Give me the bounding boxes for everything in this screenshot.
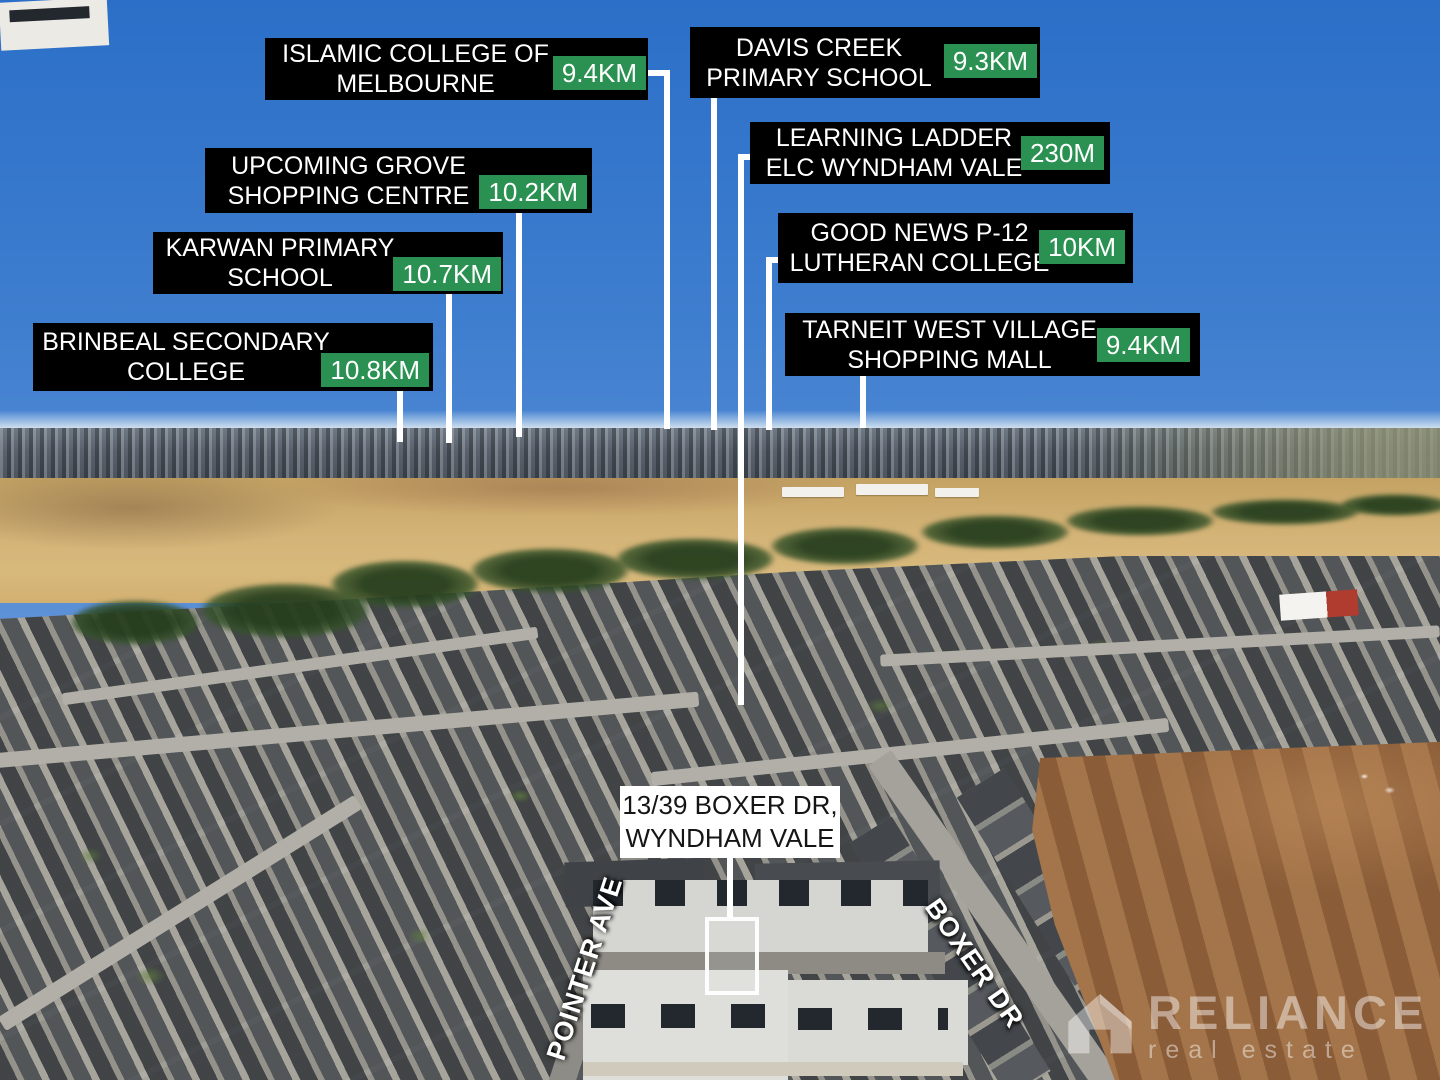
tree-cluster — [920, 515, 1070, 549]
reliance-watermark: RELIANCE real estate — [1058, 986, 1429, 1065]
distance-badge: 10.7KM — [393, 257, 501, 291]
callout-line2: LUTHERAN COLLEGE — [789, 249, 1050, 277]
retail-strip-roof — [1279, 589, 1359, 621]
tree-cluster — [330, 560, 480, 608]
callout-line1: DAVIS CREEK — [735, 33, 903, 62]
reliance-house-icon — [1068, 993, 1132, 1054]
leader-line-goodnews — [766, 257, 772, 430]
tree-cluster — [1065, 506, 1215, 536]
townhouse-block — [788, 980, 968, 1065]
distance-badge: 9.4KM — [1096, 328, 1190, 362]
callout-text: GOOD NEWS P-12 LUTHERAN COLLEGE — [778, 215, 1061, 281]
tree-cluster — [770, 527, 920, 565]
watermark-tagline: real estate — [1148, 1036, 1364, 1064]
leader-line-karwan — [446, 292, 452, 443]
callout-text: KARWAN PRIMARY SCHOOL — [153, 230, 407, 296]
leader-line-islamic — [648, 70, 670, 76]
townhouse-driveway — [585, 952, 945, 974]
callout-line1: LEARNING LADDER — [775, 124, 1013, 152]
callout-line1: UPCOMING GROVE — [231, 151, 466, 180]
leader-line-islamic — [664, 70, 670, 429]
callout-learning-ladder: LEARNING LADDER ELC WYNDHAM VALE 230M — [750, 122, 1110, 184]
callout-text: UPCOMING GROVE SHOPPING CENTRE — [205, 148, 492, 214]
townhouse-row — [593, 880, 928, 954]
watermark-brand: RELIANCE — [1148, 986, 1429, 1039]
callout-line2: MELBOURNE — [336, 70, 495, 98]
vacant-dirt-field — [1032, 741, 1440, 1080]
distant-shed — [782, 487, 844, 497]
callout-islamic-college: ISLAMIC COLLEGE OF MELBOURNE 9.4KM — [265, 38, 648, 100]
callout-line1: ISLAMIC COLLEGE OF — [282, 40, 549, 68]
distance-badge: 9.4KM — [552, 56, 646, 90]
distance-badge: 10.8KM — [321, 353, 429, 387]
callout-line1: TARNEIT WEST VILLAGE — [802, 315, 1097, 344]
callout-text: BRINBEAL SECONDARY COLLEGE — [33, 324, 339, 390]
tree-cluster — [1340, 494, 1440, 516]
callout-line2: SHOPPING MALL — [847, 345, 1052, 374]
tree-cluster — [615, 538, 775, 580]
distance-badge: 10.2KM — [479, 175, 587, 209]
leader-line-brinbeal — [397, 389, 403, 442]
callout-brinbeal-secondary: BRINBEAL SECONDARY COLLEGE 10.8KM — [33, 323, 433, 391]
callout-text: DAVIS CREEK PRIMARY SCHOOL — [690, 30, 948, 96]
leader-line-grove — [516, 211, 522, 437]
callout-text: LEARNING LADDER ELC WYNDHAM VALE — [750, 120, 1038, 186]
callout-line2: SHOPPING CENTRE — [227, 181, 470, 210]
callout-davis-creek: DAVIS CREEK PRIMARY SCHOOL 9.3KM — [690, 27, 1040, 98]
callout-line2: SCHOOL — [227, 264, 333, 292]
distant-shed — [856, 484, 928, 495]
property-highlight-box — [705, 917, 759, 995]
callout-upcoming-grove: UPCOMING GROVE SHOPPING CENTRE 10.2KM — [205, 148, 592, 213]
footpath — [583, 1062, 963, 1076]
property-address-label: 13/39 BOXER DR, WYNDHAM VALE — [620, 786, 840, 858]
callout-line1: GOOD NEWS P-12 — [810, 219, 1029, 247]
address-line1: 13/39 BOXER DR, — [622, 790, 838, 820]
callout-text: TARNEIT WEST VILLAGE SHOPPING MALL — [785, 312, 1114, 378]
distance-badge: 230M — [1020, 136, 1104, 170]
callout-tarneit-west: TARNEIT WEST VILLAGE SHOPPING MALL 9.4KM — [785, 313, 1200, 376]
callout-good-news: GOOD NEWS P-12 LUTHERAN COLLEGE 10KM — [778, 213, 1133, 283]
leader-line-davis — [711, 96, 717, 430]
callout-line1: BRINBEAL SECONDARY — [42, 328, 330, 356]
childcare-building — [0, 0, 110, 51]
leader-line-ladder — [738, 154, 744, 705]
leader-line-property — [727, 856, 733, 918]
callout-line2: PRIMARY SCHOOL — [706, 63, 932, 92]
leader-line-tarneit — [860, 374, 866, 428]
distant-suburb-band — [0, 428, 1440, 480]
watermark-text: RELIANCE real estate — [1148, 986, 1429, 1065]
callout-line1: KARWAN PRIMARY — [165, 234, 395, 262]
townhouse-block — [583, 970, 788, 1080]
distance-badge: 10KM — [1039, 230, 1125, 264]
leader-line-goodnews — [766, 257, 780, 263]
callout-karwan-primary: KARWAN PRIMARY SCHOOL 10.7KM — [153, 232, 503, 294]
callout-text: ISLAMIC COLLEGE OF MELBOURNE — [265, 36, 566, 102]
distant-shed — [935, 488, 979, 497]
leader-line-ladder — [738, 154, 752, 160]
callout-line2: COLLEGE — [126, 358, 246, 386]
distance-badge: 9.3KM — [943, 44, 1037, 78]
tree-cluster — [70, 600, 200, 645]
callout-line2: ELC WYNDHAM VALE — [765, 154, 1023, 182]
tree-cluster — [1210, 499, 1360, 525]
address-line2: WYNDHAM VALE — [625, 823, 835, 853]
tree-cluster — [470, 548, 630, 593]
